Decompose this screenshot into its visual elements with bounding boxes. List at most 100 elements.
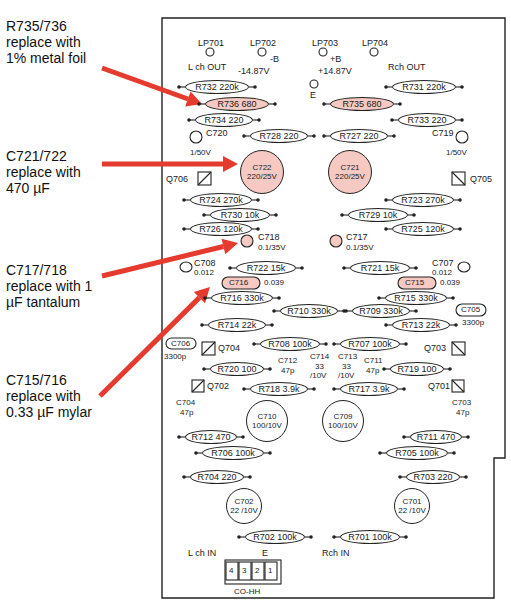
resistor-body: R706 100k [202,446,264,460]
part-label: C711 [364,356,383,365]
resistor-body: R725 120k [392,222,454,236]
resistor-body: R726 120k [190,222,252,236]
component-label: R704 220 [197,472,236,483]
solder-pad [404,342,408,346]
solder-pad [237,535,241,539]
pin-number: 1 [268,566,272,575]
solder-pad [384,198,388,202]
solder-pad [384,227,388,231]
solder-pad [312,134,316,138]
component-label: R729 10k [359,210,398,221]
component-label: R718 3.9k [258,384,299,395]
value-label: 0.012 [432,268,452,277]
value-label: 0.1/35V [346,243,374,252]
solder-pad [324,342,328,346]
component-label: R727 220 [339,131,378,142]
component-label: R714 22k [218,320,257,331]
part-label: C712 [278,356,297,365]
solder-pad [464,475,468,479]
part-label: C720 [206,128,228,138]
capacitor-body: C721 220/25V [328,150,372,194]
part-label: C714 [310,352,329,361]
transistor-mark [452,380,464,392]
component-label: R730 10k [221,210,260,221]
value-label: 47p [180,408,193,417]
value-label: /10V [310,371,326,380]
connector-pin [226,562,238,580]
solder-pad [342,266,346,270]
value-label: 47p [281,366,294,375]
transistor-symbol [452,380,464,392]
component-label: R736 680 [217,99,256,110]
solder-pad [182,227,186,231]
callout-arrow [102,68,188,99]
solder-pad [194,451,198,455]
callout-note: C717/718 replace with 1 µF tantalum [6,262,98,310]
solder-pad [452,451,456,455]
solder-pad [448,367,452,371]
solder-pad [177,435,181,439]
resistor-body: R724 270k [190,193,252,207]
transistor-mark [202,342,215,355]
solder-pad [414,309,418,313]
test-point-label: LP702 [250,38,276,48]
arrow-head [185,91,202,106]
test-point [310,80,318,88]
resistor-body: R719 100 [390,362,444,376]
resistor-body: R730 10k [210,208,270,222]
resistor-body: R729 10k [348,208,408,222]
capacitor-symbol [330,235,342,247]
component-label: R708 100k [268,339,312,350]
transistor-symbol [202,342,215,355]
component-label: R705 100k [395,448,439,459]
capacitor-symbol [456,304,486,316]
supply-label: -B [270,54,279,64]
solder-pad [200,323,204,327]
pin-number: 4 [229,566,233,575]
connector-pin [265,562,277,580]
transistor-symbol [452,172,465,185]
solder-pad [268,451,272,455]
part-label: Q701 [428,381,450,391]
pin-number: 2 [255,566,259,575]
resistor-body: R723 270k [392,193,454,207]
component-label: R728 220 [259,131,298,142]
resistor-body: R720 100 [210,362,264,376]
part-label: Q706 [166,174,188,184]
part-label: C713 [338,352,357,361]
component-label: R703 220 [413,472,452,483]
signal-label: E [262,548,268,558]
transistor-mark [452,172,465,185]
solder-pad [309,535,313,539]
component-label: R716 330k [220,293,264,304]
part-label: C704 [176,398,195,407]
solder-pad [377,296,381,300]
part-label: Q704 [218,343,240,353]
resistor-body: R733 220 [398,113,456,127]
arrow-head [194,287,210,303]
resistor-body: R713 22k [392,318,450,332]
solder-pad [312,387,316,391]
value-label: 0.012 [194,268,214,277]
solder-pad [382,367,386,371]
connector-pin [239,562,251,580]
value-label: 33 [342,362,351,371]
voltage-label: -14.87V [238,66,270,76]
transistor-symbol [192,380,204,392]
component-label: R725 120k [401,224,445,235]
solder-pad [332,342,336,346]
solder-pad [272,309,276,313]
component-label: R710 330k [287,306,331,317]
part-label: C715 [405,278,424,287]
component-label: R713 22k [402,320,441,331]
component-label: R732 220k [195,82,239,93]
solder-pad [392,134,396,138]
component-label: R712 470 [191,432,230,443]
value-label: 0.039 [440,278,460,287]
resistor-body: R735 680 [330,97,394,111]
resistor-body: R711 470 [410,430,462,444]
component-label: C722 220/25V [245,163,280,181]
part-label: C705 [461,305,480,314]
component-label: R709 330k [359,306,403,317]
